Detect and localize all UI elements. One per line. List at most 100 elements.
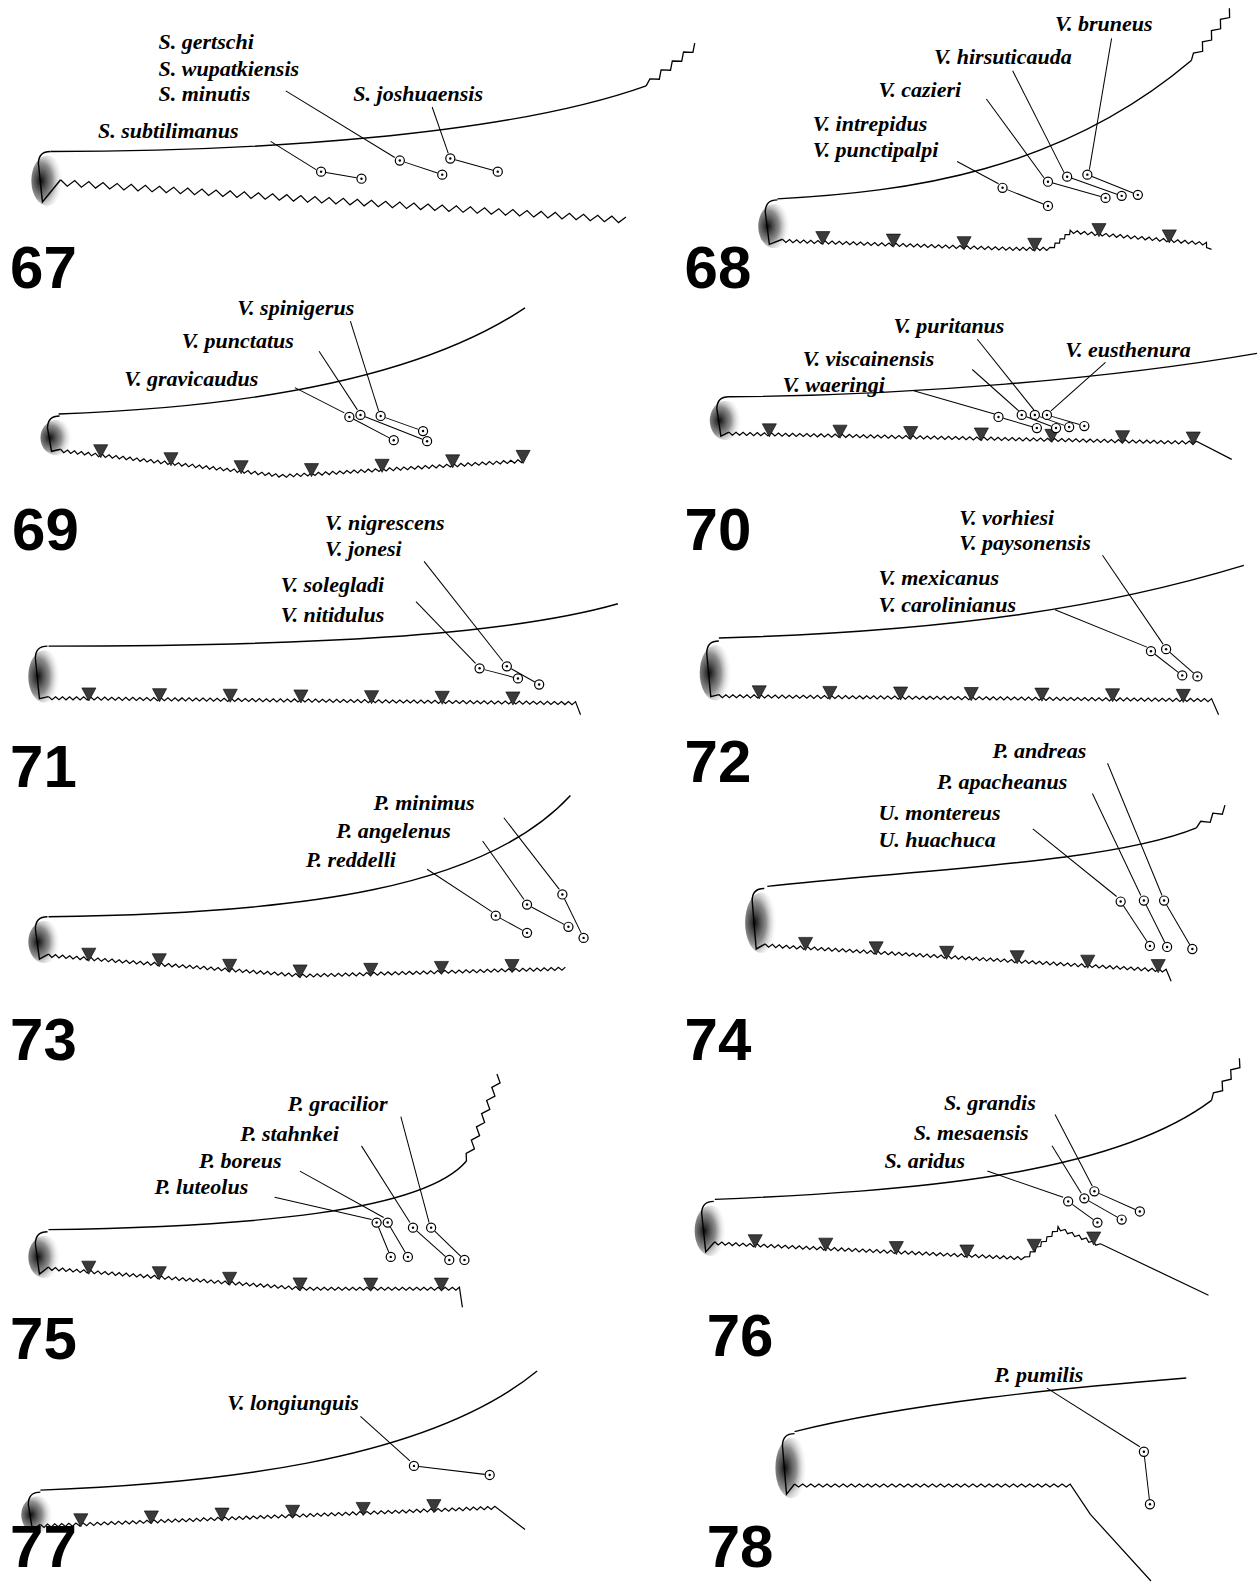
trichobothrium-center — [1165, 648, 1167, 650]
figure-number: 73 — [10, 1010, 77, 1070]
finger-dorsal-edge — [51, 86, 647, 152]
species-label: P. apacheanus — [937, 770, 1067, 794]
species-label: V. carolinianus — [878, 593, 1016, 617]
trichobothrium-center — [412, 1226, 414, 1228]
trichobothrium — [513, 674, 522, 683]
trichobothrium-center — [1093, 1190, 1095, 1192]
inner-denticle — [1162, 230, 1176, 243]
finger-tip — [47, 416, 60, 451]
leader-line — [1102, 555, 1163, 644]
trichobothrium-center — [413, 1465, 415, 1467]
species-label: S. gertschi — [159, 30, 254, 54]
species-label: V. cazieri — [878, 78, 961, 102]
trichobothrium — [419, 427, 428, 436]
trichobothrium — [491, 911, 500, 920]
species-label: U. huachuca — [878, 828, 995, 852]
trichobothrium-center — [517, 677, 519, 679]
finger-tip — [707, 641, 719, 697]
trichobothrium-center — [393, 439, 395, 441]
inner-denticle — [940, 946, 954, 959]
finger-tip — [35, 646, 48, 698]
leader-line — [1055, 610, 1147, 647]
leader-line — [957, 162, 998, 184]
finger-base-edge — [1212, 1058, 1240, 1100]
trichobothria-link — [417, 1231, 446, 1257]
inner-denticle — [889, 1242, 903, 1255]
trichobothrium-center — [1149, 1503, 1151, 1505]
trichobothria-link — [390, 1227, 405, 1253]
trichobothria-link — [1007, 190, 1043, 204]
finger-dorsal-edge — [719, 565, 1244, 638]
trichobothrium — [1145, 1500, 1154, 1509]
trichobothrium — [1188, 944, 1197, 953]
figure-number: 71 — [10, 737, 77, 797]
trichobothrium — [1178, 671, 1187, 680]
trichobothrium-center — [526, 932, 528, 934]
species-label: V. eusthenura — [1065, 338, 1191, 362]
trichobothrium — [409, 1461, 418, 1470]
inner-denticle — [1035, 688, 1049, 701]
inner-denticle — [144, 1511, 158, 1524]
leader-line — [987, 1171, 1063, 1197]
figure-number: 69 — [12, 500, 79, 560]
trichobothrium — [386, 1252, 395, 1261]
trichobothrium — [579, 933, 588, 942]
trichobothrium-center — [1047, 205, 1049, 207]
trichobothrium-center — [1120, 1218, 1122, 1220]
trichobothrium — [356, 410, 365, 419]
trichobothrium — [317, 167, 326, 176]
species-label: V. puritanus — [894, 314, 1005, 338]
leader-line — [424, 561, 503, 661]
trichobothrium-center — [1149, 945, 1151, 947]
inner-denticle — [505, 959, 519, 972]
trichobothria-link — [405, 162, 438, 173]
figure-number: 68 — [685, 238, 752, 298]
trichobothria-link — [1092, 177, 1133, 193]
figure-number: 70 — [685, 500, 752, 560]
inner-denticle — [293, 965, 307, 978]
species-label: V. nitidulus — [281, 603, 385, 627]
trichobothria-link — [1099, 1193, 1135, 1209]
inner-denticle — [816, 232, 830, 245]
trichobothrium-center — [1104, 197, 1106, 199]
trichobothrium — [1017, 410, 1026, 419]
species-label: P. minimus — [374, 791, 475, 815]
trichobothria-link — [385, 418, 418, 430]
trichobothrium-center — [430, 1226, 432, 1228]
inner-denticle — [364, 963, 378, 976]
trichobothrium-center — [1096, 1221, 1098, 1223]
trichobothrium — [1117, 191, 1126, 200]
leader-line — [914, 391, 995, 414]
leader-line — [416, 602, 476, 664]
finger-tip-shade — [28, 650, 60, 702]
inner-denticle — [957, 237, 971, 250]
trichobothrium-center — [1086, 173, 1088, 175]
inner-denticle — [82, 688, 96, 701]
trichobothria-link — [365, 417, 422, 440]
trichobothrium — [438, 170, 447, 179]
inner-denticle — [152, 689, 166, 702]
leader-line — [427, 869, 492, 911]
inner-denticle — [819, 1238, 833, 1251]
trichobothrium — [376, 411, 385, 420]
figure-number: 72 — [685, 732, 752, 792]
trichobothrium — [1160, 896, 1169, 905]
trichobothria-link — [1167, 905, 1190, 945]
inner-denticle — [82, 1261, 96, 1274]
species-label: V. punctatus — [182, 329, 294, 353]
species-label: P. gracilior — [288, 1092, 388, 1116]
inner-denticle — [364, 1278, 378, 1291]
inner-denticle — [294, 690, 308, 703]
leader-line — [432, 107, 448, 153]
inner-denticle — [823, 686, 837, 699]
trichobothrium-center — [399, 159, 401, 161]
trichobothrium — [522, 900, 531, 909]
species-label: V. gravicaudus — [124, 367, 258, 391]
trichobothrium — [1117, 1215, 1126, 1224]
leader-line — [1108, 763, 1163, 895]
leader-line — [360, 1416, 409, 1460]
species-label: S. minutis — [159, 82, 251, 106]
trichobothrium-center — [1067, 1200, 1069, 1202]
trichobothrium — [460, 1255, 469, 1264]
trichobothrium — [445, 1255, 454, 1264]
